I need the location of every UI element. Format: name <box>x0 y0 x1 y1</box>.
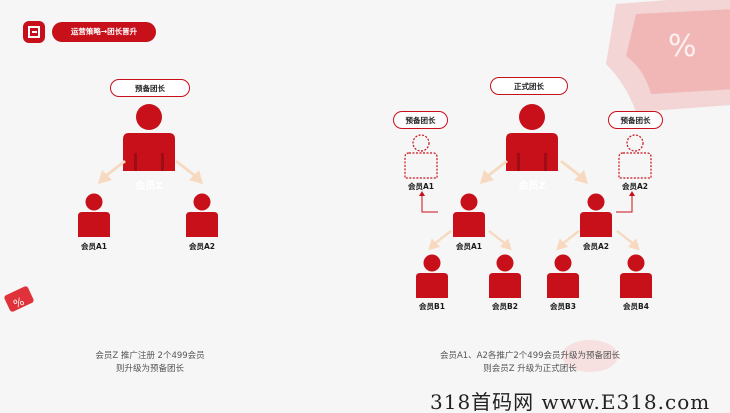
prebadge-right: 预备团长 <box>608 111 663 129</box>
prebadge-left: 预备团长 <box>393 111 448 129</box>
left-badge: 预备团长 <box>110 79 190 97</box>
member-b2-figure <box>488 254 522 300</box>
arrow-down-left <box>98 160 126 184</box>
member-b3-label: 会员B3 <box>550 302 576 311</box>
page-title: 运营策略→团长晋升 <box>52 22 156 42</box>
mid-a1-label: 会员A1 <box>455 242 483 251</box>
header-icon <box>23 21 45 43</box>
member-a2-label: 会员A2 <box>188 242 216 251</box>
member-z-figure <box>121 103 177 179</box>
arrow-a1-b2 <box>488 230 512 251</box>
blur-decoration <box>562 340 618 372</box>
left-caption-line-1: 会员Z 推广注册 2个499会员 <box>95 351 205 361</box>
right-caption-line-2: 则会员Z 升级为正式团长 <box>483 364 577 374</box>
promoted-a2-figure <box>618 134 652 180</box>
left-caption-line-2: 则升级为预备团长 <box>115 364 184 374</box>
promotion-arrow-right <box>616 191 635 213</box>
arrow-a1-b1 <box>428 230 452 251</box>
arrow-down-right-right-tree <box>560 160 588 184</box>
member-b1-figure <box>415 254 449 300</box>
arrow-down-right <box>175 160 203 184</box>
member-b1-label: 会员B1 <box>419 302 445 311</box>
member-b4-label: 会员B4 <box>623 302 649 311</box>
right-caption-line-1: 会员A1、A2各推广2个499会员升级为预备团长 <box>439 351 621 361</box>
coupon-icon: % <box>4 286 34 312</box>
coupon-decoration: % <box>606 0 730 112</box>
right-member-z-label: 会员Z <box>518 181 546 192</box>
member-z-label: 会员Z <box>135 181 163 192</box>
member-a1-label: 会员A1 <box>80 242 108 251</box>
member-b2-label: 会员B2 <box>492 302 518 311</box>
watermark: 318首码网 www.E318.com <box>430 390 711 413</box>
left-caption: 会员Z 推广注册 2个499会员 则升级为预备团长 <box>95 350 204 376</box>
promotion-arrow-left <box>419 191 438 213</box>
promoted-a2-label: 会员A2 <box>621 182 649 191</box>
right-member-z-figure <box>504 103 560 179</box>
arrow-down-left-right-tree <box>480 160 508 184</box>
member-a2-figure <box>185 193 219 239</box>
svg-text:%: % <box>668 29 697 64</box>
mid-a2-figure <box>579 193 613 239</box>
svg-text:%: % <box>11 295 26 311</box>
member-b3-figure <box>546 254 580 300</box>
promoted-a1-label: 会员A1 <box>407 182 435 191</box>
arrow-a2-b4 <box>616 230 640 251</box>
arrow-a2-b3 <box>556 230 580 251</box>
mid-a1-figure <box>452 193 486 239</box>
right-caption: 会员A1、A2各推广2个499会员升级为预备团长 则会员Z 升级为正式团长 <box>440 350 620 376</box>
mid-a2-label: 会员A2 <box>582 242 610 251</box>
right-badge: 正式团长 <box>490 77 568 95</box>
member-b4-figure <box>619 254 653 300</box>
member-a1-figure <box>77 193 111 239</box>
promoted-a1-figure <box>404 134 438 180</box>
